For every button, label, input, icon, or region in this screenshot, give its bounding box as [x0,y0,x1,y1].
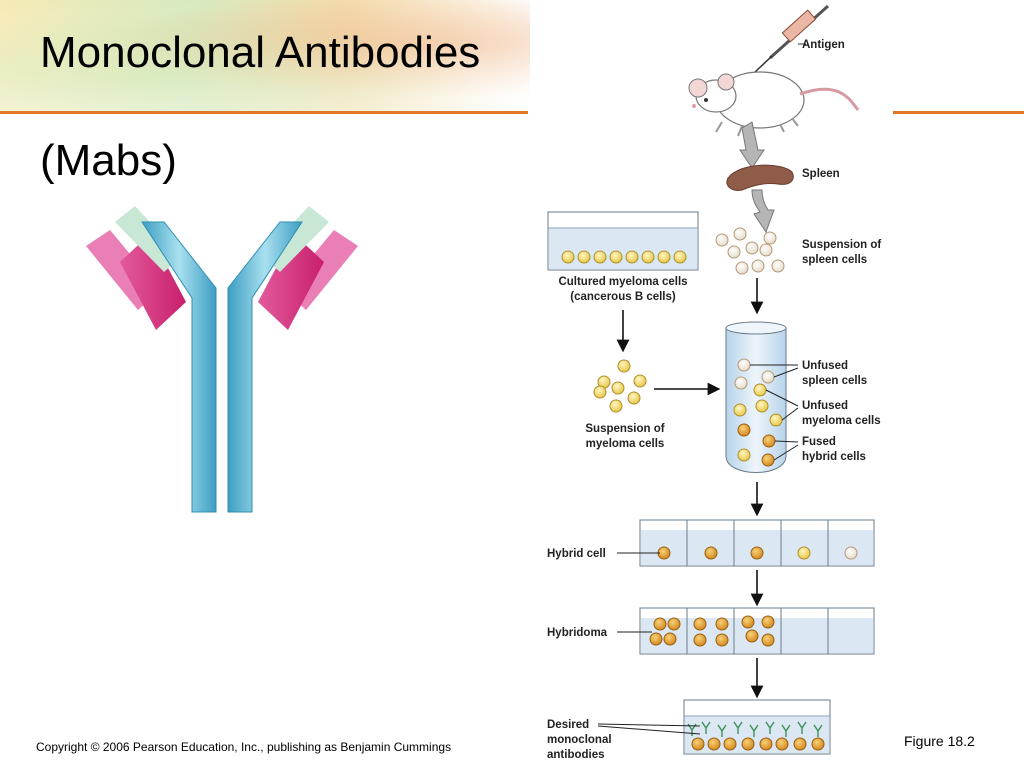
accent-rule-left [0,111,528,114]
label-spleen: Spleen [802,168,840,180]
slide-subtitle: (Mabs) [40,136,177,185]
accent-rule-right [893,111,1024,114]
slide-title: Monoclonal Antibodies [40,28,481,77]
spleen-cell-suspension [715,227,785,275]
label-desired-line1: Desired [547,719,589,731]
hybrid-cell-well-plate [639,519,875,567]
label-hybridoma: Hybridoma [547,627,608,639]
figure-label: Figure 18.2 [904,733,975,749]
label-cultured-myeloma-line2: (cancerous B cells) [570,291,676,303]
arrow-mouse-to-spleen [739,121,765,169]
title-banner-background [0,0,530,112]
syringe-icon [754,4,830,73]
fusion-test-tube [725,321,787,473]
label-unfused-spleen-line2: spleen cells [802,375,867,387]
spleen-icon [726,164,794,191]
label-cultured-myeloma-line1: Cultured myeloma cells [558,276,687,288]
label-antigen: Antigen [802,39,845,51]
antibody-heavy-chain-left [141,221,217,513]
myeloma-cell-suspension [593,359,647,413]
hybridoma-well-plate [639,607,875,655]
antibody-heavy-chain-right [227,221,303,513]
label-hybrid-cell: Hybrid cell [547,548,606,560]
antibody-marks [687,721,823,737]
leader-antibodies [597,723,701,735]
copyright-notice: Copyright © 2006 Pearson Education, Inc.… [36,740,452,754]
label-suspension-myeloma-line2: myeloma cells [586,438,665,450]
label-fused-hybrid-line1: Fused [802,436,836,448]
label-suspension-myeloma-line1: Suspension of [585,423,664,435]
label-unfused-myeloma-line2: myeloma cells [802,415,881,427]
label-unfused-myeloma-line1: Unfused [802,400,848,412]
arrow-spleen-to-suspension [751,189,775,234]
label-desired-line2: monoclonal [547,734,612,746]
label-desired-line3: antibodies [547,749,605,761]
monoclonal-antibody-dish [683,699,831,755]
label-suspension-spleen-line1: Suspension of [802,239,881,251]
myeloma-culture-dish [547,211,699,271]
label-unfused-spleen-line1: Unfused [802,360,848,372]
tube-leader-lines [750,364,799,461]
mouse-icon [688,71,860,137]
label-suspension-spleen-line2: spleen cells [802,254,867,266]
label-fused-hybrid-line2: hybrid cells [802,451,866,463]
